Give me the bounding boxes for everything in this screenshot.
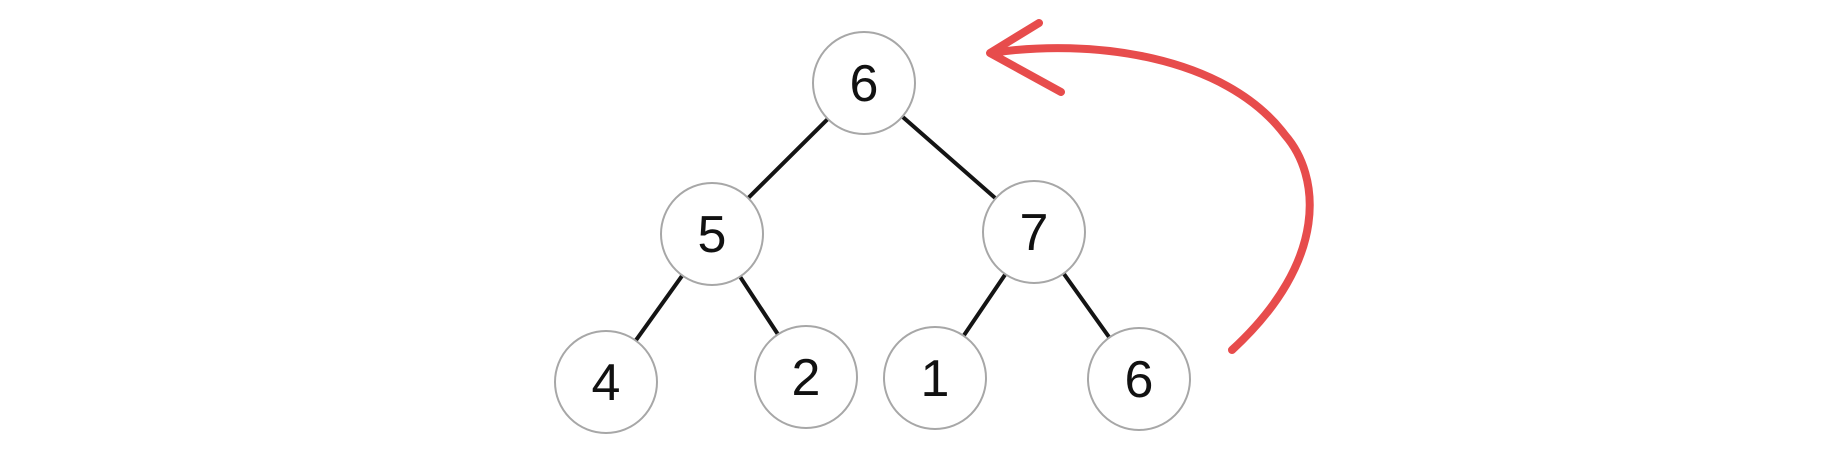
annotation-arrow-shaft	[987, 44, 1314, 354]
annotation-arrow	[986, 19, 1314, 354]
tree-node-left-left: 4	[554, 330, 658, 434]
node-circle	[554, 330, 658, 434]
node-value: 2	[792, 349, 821, 407]
node-value: 1	[921, 350, 950, 408]
node-value: 5	[698, 206, 727, 264]
tree-node-root: 6	[812, 31, 916, 135]
tree-node-right-right: 6	[1087, 327, 1191, 431]
node-circle	[812, 31, 916, 135]
tree-node-right: 7	[982, 180, 1086, 284]
node-value: 6	[1125, 351, 1154, 409]
node-circle	[660, 182, 764, 286]
node-circle	[982, 180, 1086, 284]
node-value: 7	[1020, 204, 1049, 262]
tree-node-left: 5	[660, 182, 764, 286]
node-circle	[754, 325, 858, 429]
tree-node-right-left: 1	[883, 326, 987, 430]
tree-nodes: 6 5 7 4 2 1	[554, 31, 1191, 434]
tree-node-left-right: 2	[754, 325, 858, 429]
annotation-arrowhead-icon	[986, 19, 1065, 96]
node-circle	[883, 326, 987, 430]
node-value: 4	[592, 354, 621, 412]
node-value: 6	[850, 55, 879, 113]
node-circle	[1087, 327, 1191, 431]
